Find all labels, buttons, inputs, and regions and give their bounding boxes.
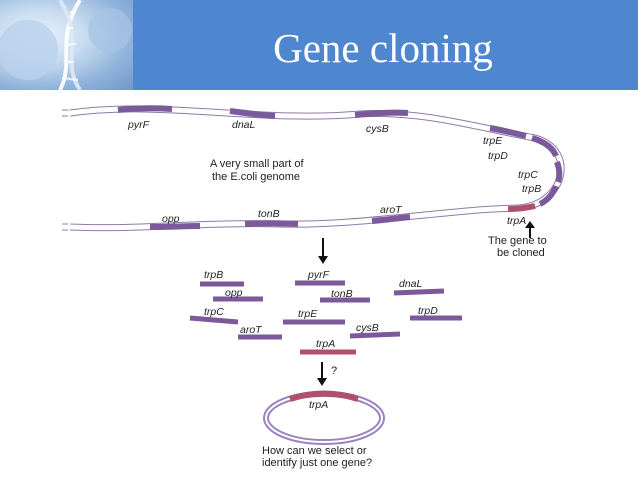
label-pyrF: pyrF: [127, 119, 150, 131]
slide-header: Gene cloning: [0, 0, 638, 90]
label-opp: opp: [162, 213, 180, 225]
plasmid-insert-segment: [289, 390, 359, 402]
fragment-label-tonB: tonB: [331, 288, 353, 300]
target-caption-line2: be cloned: [497, 247, 545, 259]
page-title: Gene cloning: [273, 25, 493, 71]
fragment-dnaL: dnaL: [393, 278, 445, 296]
fragment-trpD: trpD: [410, 305, 462, 321]
gene-fragments: trpB pyrF dnaL opp tonB trpC trpE trpD: [189, 269, 462, 355]
gene-trpE-segment: [489, 125, 527, 139]
down-arrow-select: [317, 362, 327, 386]
strand-continuation-marks: [62, 109, 68, 231]
label-trpA: trpA: [507, 215, 526, 227]
gene-aroT-segment: [371, 214, 411, 224]
gene-cysB-segment: [354, 109, 409, 118]
fragment-trpE: trpE: [283, 308, 345, 325]
fragment-label-aroT: aroT: [240, 324, 263, 336]
fragment-trpA: trpA: [300, 338, 356, 355]
gene-pyrF-segment: [117, 105, 173, 113]
fragment-cysB: cysB: [349, 322, 401, 339]
fragment-label-trpD: trpD: [418, 305, 438, 317]
plasmid-vector: trpA: [263, 390, 385, 445]
fragment-aroT: aroT: [238, 324, 282, 340]
title-bar: [133, 0, 638, 90]
genome-caption-line1: A very small part of: [210, 158, 304, 170]
bottom-caption-line1: How can we select or: [262, 445, 367, 457]
label-cysB: cysB: [366, 123, 389, 135]
fragment-trpB: trpB: [200, 269, 244, 287]
gene-tonB-segment: [244, 220, 299, 227]
label-trpD: trpD: [488, 150, 508, 162]
gene-trpA-segment: [507, 203, 536, 212]
fragment-opp: opp: [213, 287, 263, 302]
chromosome-genes: [117, 105, 563, 230]
target-gene-arrow: [525, 221, 535, 238]
fragment-label-trpC: trpC: [204, 306, 224, 318]
fragment-label-cysB: cysB: [356, 322, 379, 334]
label-trpE: trpE: [483, 135, 503, 147]
gene-opp-segment: [149, 223, 201, 230]
question-mark: ?: [331, 365, 337, 377]
fragment-trpC: trpC: [189, 306, 239, 325]
label-trpC: trpC: [518, 169, 538, 181]
dna-header-image: [0, 0, 133, 90]
chromosome-gene-labels: pyrF dnaL cysB trpE trpD trpC trpB trpA …: [127, 119, 541, 227]
fragment-label-trpB: trpB: [204, 269, 223, 281]
fragment-label-trpA: trpA: [316, 338, 335, 350]
down-arrow-digest: [318, 238, 328, 264]
fragment-label-pyrF: pyrF: [307, 269, 330, 281]
gene-trpD-segment: [531, 135, 559, 158]
label-aroT: aroT: [380, 204, 403, 216]
gene-trpB-segment: [538, 184, 559, 207]
label-tonB: tonB: [258, 208, 280, 220]
fragment-label-dnaL: dnaL: [399, 278, 423, 290]
gene-trpC-segment: [554, 160, 563, 183]
fragment-tonB: tonB: [320, 288, 370, 303]
dna-helix-icon: [0, 0, 132, 90]
fragment-pyrF: pyrF: [295, 269, 345, 286]
label-dnaL: dnaL: [232, 119, 256, 131]
bottom-caption-line2: identify just one gene?: [262, 457, 372, 469]
plasmid-insert-label: trpA: [309, 399, 328, 411]
fragment-label-trpE: trpE: [298, 308, 318, 320]
gene-dnaL-segment: [229, 108, 276, 119]
target-caption-line1: The gene to: [488, 235, 547, 247]
fragment-label-opp: opp: [225, 287, 243, 299]
label-trpB: trpB: [522, 183, 541, 195]
genome-caption-line2: the E.coli genome: [212, 171, 300, 183]
